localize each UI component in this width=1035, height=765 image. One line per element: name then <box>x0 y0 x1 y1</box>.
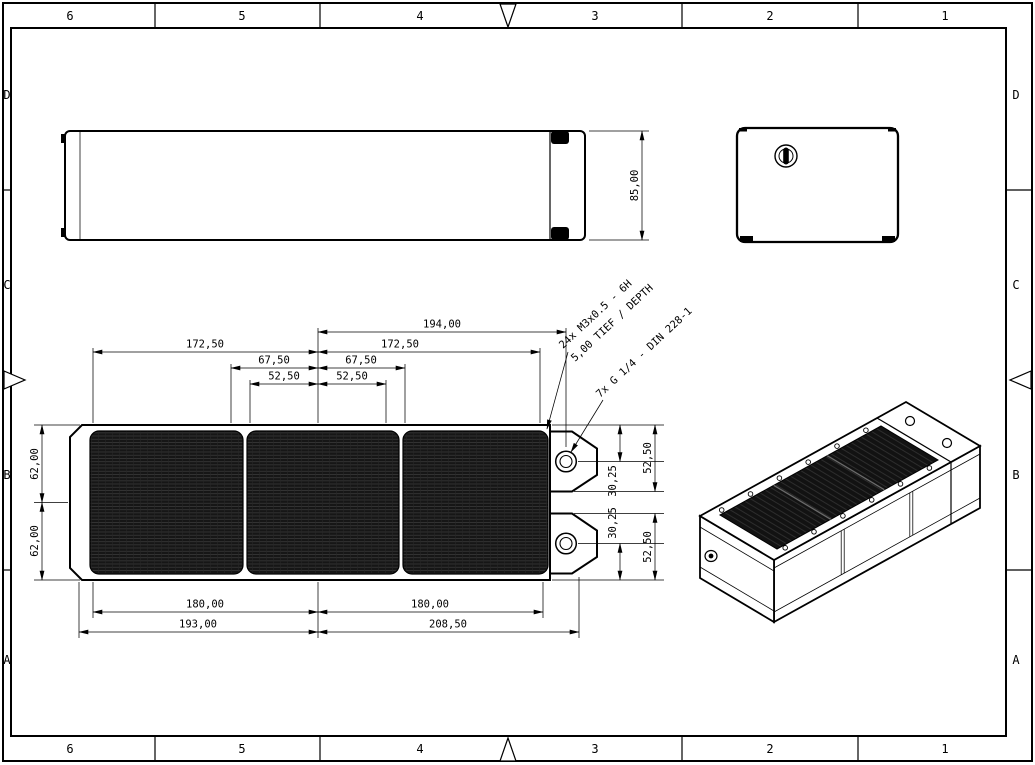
dimensions-bottom: 180,00 180,00 193,00 208,50 <box>78 599 580 635</box>
dim-text-30-upper: 30,25 <box>607 465 619 497</box>
iso-end-port-hole <box>708 553 714 559</box>
corner-block <box>551 131 569 144</box>
port-circle <box>554 450 578 473</box>
zone-label: 2 <box>766 742 773 756</box>
fin-panel <box>89 430 244 575</box>
radiator-top-outline <box>64 130 586 241</box>
dim-text-67-left: 67,50 <box>258 355 290 367</box>
zone-label: 5 <box>238 742 245 756</box>
zone-ticks <box>3 3 1032 762</box>
dim-text-193: 193,00 <box>179 619 217 631</box>
corner-block <box>551 227 569 240</box>
dim-text-52-port-upper: 52,50 <box>642 442 654 474</box>
zone-label: 6 <box>66 9 73 23</box>
zone-label: 5 <box>238 9 245 23</box>
zone-label: 2 <box>766 9 773 23</box>
iso-tank-port <box>904 415 916 427</box>
plug-slot <box>783 147 789 165</box>
dim-text-62-lower: 62,00 <box>29 525 41 557</box>
dim-text-62-upper: 62,00 <box>29 448 41 480</box>
zone-label: 4 <box>416 9 423 23</box>
dim-text-30-lower: 30,25 <box>607 507 619 539</box>
dim-text-52-right: 52,50 <box>336 371 368 383</box>
center-mark-top <box>499 3 517 29</box>
iso-end-rail <box>699 566 775 612</box>
corner-notch <box>739 128 747 132</box>
foot-block <box>882 236 895 242</box>
mount-tab <box>61 134 66 143</box>
isometric-view <box>698 400 982 624</box>
zone-label: C <box>1012 278 1019 292</box>
zone-label: 3 <box>591 742 598 756</box>
zone-label: 4 <box>416 742 423 756</box>
center-mark-bottom <box>499 736 517 762</box>
zone-label: C <box>3 278 10 292</box>
iso-panel-separator <box>773 484 832 520</box>
dim-text-180-left: 180,00 <box>186 599 224 611</box>
zone-label: 1 <box>941 9 948 23</box>
zone-label: 3 <box>591 9 598 23</box>
zone-label: 6 <box>66 742 73 756</box>
dim-text-180-right: 180,00 <box>411 599 449 611</box>
dim-text-172-right: 172,50 <box>381 339 419 351</box>
zone-label: D <box>1012 88 1019 102</box>
port-circle <box>554 532 578 555</box>
iso-panel-separator <box>826 455 885 491</box>
port-inner-circle <box>559 536 573 551</box>
dim-text-52-port-lower: 52,50 <box>642 531 654 563</box>
iso-side-rail <box>773 453 981 569</box>
dim-text-52-left: 52,50 <box>268 371 300 383</box>
zone-label: A <box>1012 653 1020 667</box>
fin-panel <box>402 430 549 575</box>
iso-screw-holes <box>718 427 933 551</box>
mount-tab <box>61 228 66 237</box>
dim-text-85: 85,00 <box>629 170 641 202</box>
dim-text-67-right: 67,50 <box>345 355 377 367</box>
top-view: 85,00 <box>61 130 649 241</box>
zone-label: A <box>3 653 11 667</box>
radiator-end-outline <box>735 126 900 244</box>
center-mark-right <box>1008 370 1032 390</box>
zone-label: B <box>3 468 10 482</box>
iso-tank-line <box>876 417 952 463</box>
zone-label: 1 <box>941 742 948 756</box>
center-mark-left <box>3 370 27 390</box>
end-view <box>735 126 900 244</box>
dimensions-top: 194,00 172,50 172,50 67,50 67,50 52,50 5… <box>92 319 567 387</box>
dimensions-port: 30,25 30,25 52,50 52,50 <box>607 424 658 581</box>
zone-labels: 6 5 4 3 2 1 6 5 4 3 2 1 D C B A D C B A <box>3 9 1020 756</box>
zone-label: B <box>1012 468 1019 482</box>
dim-text-172-left: 172,50 <box>186 339 224 351</box>
port-inner-circle <box>559 454 573 469</box>
fin-panel <box>246 430 400 575</box>
zone-label: D <box>3 88 10 102</box>
dim-text-194: 194,00 <box>423 319 461 331</box>
dimension-85: 85,00 <box>589 130 649 241</box>
centering-marks <box>3 3 1032 762</box>
dim-text-208: 208,50 <box>429 619 467 631</box>
dimensions-left: 62,00 62,00 <box>29 424 45 581</box>
iso-end-rail <box>699 526 775 572</box>
foot-block <box>740 236 753 242</box>
iso-side-rail <box>773 497 981 613</box>
iso-tank-port <box>941 437 953 449</box>
corner-notch <box>888 128 896 132</box>
